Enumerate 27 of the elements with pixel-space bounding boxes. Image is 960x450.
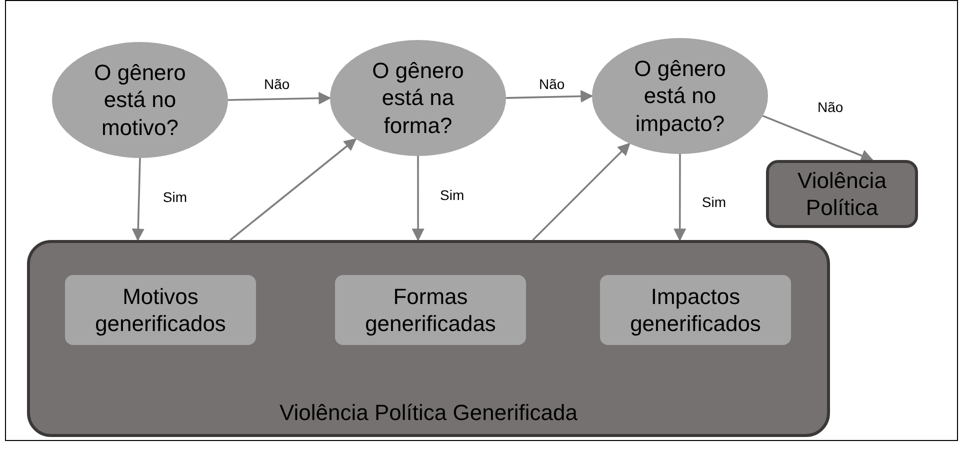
edge-label: Não bbox=[262, 77, 292, 91]
category-box bbox=[600, 275, 791, 345]
category-box bbox=[335, 275, 526, 345]
node-text: O gênero está na forma? bbox=[371, 56, 465, 140]
edge-label: Não bbox=[537, 77, 567, 91]
edge-label: Sim bbox=[700, 195, 728, 209]
edge-label: Sim bbox=[438, 188, 466, 202]
arrow bbox=[762, 115, 874, 162]
node-text: Violência Política bbox=[796, 166, 888, 222]
arrow bbox=[674, 154, 686, 242]
category-box bbox=[65, 275, 256, 345]
arrow bbox=[230, 138, 357, 241]
node-text: O gênero está no impacto? bbox=[633, 54, 727, 138]
group-box bbox=[27, 240, 830, 437]
arrow bbox=[506, 90, 594, 103]
result-box bbox=[766, 160, 918, 228]
node-text: Motivos generificados bbox=[94, 282, 227, 338]
arrow bbox=[228, 92, 332, 105]
node-text: Impactos generificados bbox=[629, 282, 762, 338]
arrow bbox=[132, 158, 144, 242]
edge-label: Sim bbox=[160, 190, 190, 204]
node-text: Formas generificadas bbox=[364, 282, 497, 338]
edge-label: Não bbox=[816, 100, 846, 114]
node-text: O gênero está no motivo? bbox=[93, 58, 187, 142]
arrow bbox=[412, 156, 424, 242]
node-text: Violência Política Generificada bbox=[280, 398, 578, 426]
arrow bbox=[532, 142, 630, 241]
